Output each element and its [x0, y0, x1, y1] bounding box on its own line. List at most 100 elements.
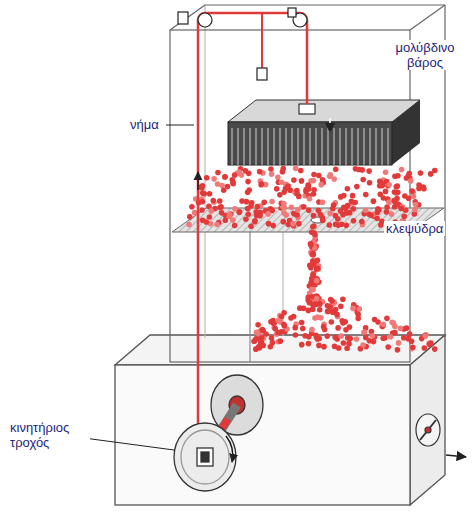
- sand-particle: [292, 325, 298, 331]
- sand-particle: [395, 189, 401, 195]
- sand-particle: [306, 341, 312, 347]
- sand-particle: [299, 178, 305, 184]
- sand-particle: [428, 171, 434, 177]
- thread-line: [261, 13, 263, 70]
- pulley-bracket: [288, 8, 296, 17]
- sand-particle: [203, 219, 209, 225]
- sand-particle: [248, 223, 254, 229]
- sand-particle: [249, 200, 255, 206]
- comb-stripe: [256, 128, 257, 165]
- sand-particle: [413, 202, 419, 208]
- sand-particle: [363, 192, 369, 198]
- sand-particle: [311, 223, 317, 229]
- sand-particle: [396, 340, 402, 346]
- motion-arrow: [197, 172, 198, 190]
- inner-wall: [249, 232, 250, 362]
- sand-particle: [381, 195, 387, 201]
- sand-particle: [246, 187, 252, 193]
- comb-stripe: [346, 128, 347, 165]
- hidden-edge: [204, 5, 205, 338]
- sand-particle: [215, 181, 221, 187]
- sand-particle: [291, 314, 297, 320]
- sand-particle: [186, 222, 192, 228]
- sand-particle: [281, 189, 287, 195]
- sand-particle: [318, 182, 324, 188]
- comb-stripe: [244, 128, 245, 165]
- sand-particle: [207, 191, 213, 197]
- sand-particle: [335, 325, 341, 331]
- sand-particle: [299, 342, 305, 348]
- pulley-bracket: [257, 68, 267, 80]
- sand-particle: [270, 340, 276, 346]
- sand-particle: [315, 265, 321, 271]
- sand-particle: [378, 222, 384, 228]
- sand-particle: [316, 173, 322, 179]
- sand-particle: [422, 345, 428, 351]
- sand-particle: [211, 176, 217, 182]
- sand-particle: [295, 207, 301, 213]
- sand-particle: [268, 206, 274, 212]
- sand-particle: [395, 347, 401, 353]
- sand-particle: [409, 188, 415, 194]
- sand-particle: [352, 200, 358, 206]
- drive-wheel: [174, 423, 236, 491]
- sand-particle: [282, 323, 288, 329]
- dial: [416, 414, 440, 446]
- weight-hook: [299, 104, 315, 114]
- sand-particle: [218, 204, 224, 210]
- sand-particle: [422, 333, 428, 339]
- sand-particle: [359, 167, 365, 173]
- pulley-bracket: [178, 12, 188, 24]
- sand-particle: [331, 202, 337, 208]
- weight-comb: [232, 128, 388, 165]
- rotation-arrow: [226, 436, 233, 462]
- sand-particle: [340, 296, 346, 302]
- part-label: κινητήριος τροχός: [8, 420, 90, 450]
- sand-particle: [384, 316, 390, 322]
- lead-weight: [228, 100, 420, 165]
- sand-particle: [367, 180, 373, 186]
- sand-particle: [345, 335, 351, 341]
- sand-particle: [382, 335, 388, 341]
- sand-particle: [324, 333, 330, 339]
- sand-particle: [253, 346, 259, 352]
- sand-particle: [278, 338, 284, 344]
- sand-particle: [310, 302, 316, 308]
- sand-particle: [215, 170, 221, 176]
- base-front: [115, 365, 410, 505]
- comb-stripe: [388, 128, 389, 165]
- sand-particle: [226, 213, 232, 219]
- sand-particle: [370, 333, 376, 339]
- sand-particle: [214, 222, 220, 228]
- sand-particle: [260, 327, 266, 333]
- box-edge: [410, 5, 445, 30]
- comb-stripe: [250, 128, 251, 165]
- sand-particle: [275, 174, 281, 180]
- sand-particle: [399, 167, 405, 173]
- sand-particle: [383, 189, 389, 195]
- comb-stripe: [334, 128, 335, 165]
- side-dial: [416, 414, 440, 446]
- comb-stripe: [376, 128, 377, 165]
- sand-particle: [246, 171, 252, 177]
- sand-particle: [379, 183, 385, 189]
- sand-particle: [269, 171, 275, 177]
- wheel-rim: [181, 430, 229, 484]
- sand-particle: [217, 198, 223, 204]
- sand-particle: [199, 184, 205, 190]
- sand-particle: [281, 205, 287, 211]
- comb-stripe: [286, 128, 287, 165]
- sand-particle: [407, 331, 413, 337]
- sand-particle: [363, 335, 369, 341]
- sand-particle: [312, 315, 318, 321]
- sand-particle: [293, 166, 299, 172]
- sand-particle: [338, 333, 344, 339]
- leader-line: [166, 125, 194, 126]
- sand-particle: [307, 263, 313, 269]
- sand-particle: [314, 296, 320, 302]
- sand-particle: [388, 334, 394, 340]
- sand-particle: [423, 333, 429, 339]
- box-edge: [205, 4, 445, 5]
- sand-particle: [254, 204, 260, 210]
- sand-particle: [316, 208, 322, 214]
